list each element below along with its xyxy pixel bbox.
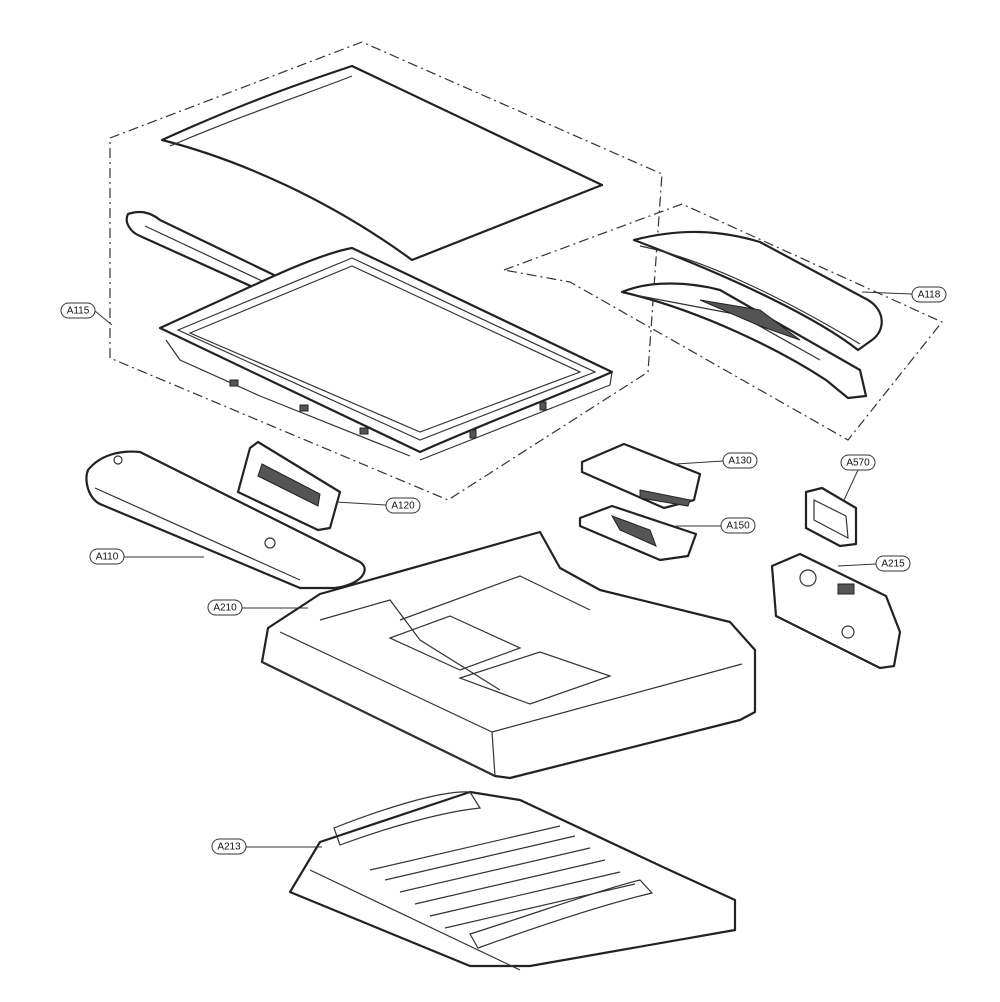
control-panel-cover xyxy=(632,230,883,352)
callout-a215: A215 xyxy=(837,555,911,572)
callout-a115: A115 xyxy=(60,302,113,326)
base-cover xyxy=(288,790,737,971)
sub-pcb xyxy=(578,504,698,562)
lid-frame xyxy=(158,246,614,461)
callout-label-a215: A215 xyxy=(881,559,905,570)
callout-a213: A213 xyxy=(211,838,322,855)
callout-label-a570: A570 xyxy=(846,458,870,469)
cover-plate xyxy=(804,486,858,548)
callout-label-a118: A118 xyxy=(918,290,941,301)
lid-frame-clips xyxy=(229,379,547,439)
callout-label-a115: A115 xyxy=(67,306,90,317)
control-panel-frame xyxy=(620,282,868,400)
top-cover xyxy=(260,530,757,780)
control-pcb xyxy=(580,442,702,510)
callout-a210: A210 xyxy=(207,599,308,616)
callout-label-a150: A150 xyxy=(726,521,750,532)
callout-a150: A150 xyxy=(676,517,756,534)
callout-a118: A118 xyxy=(861,286,947,303)
callout-label-a130: A130 xyxy=(728,456,752,467)
callout-label-a110: A110 xyxy=(96,552,119,563)
pcb-bracket xyxy=(236,440,342,532)
callout-a570: A570 xyxy=(840,454,876,501)
front-cover-panel xyxy=(85,450,366,590)
callout-label-a120: A120 xyxy=(391,501,415,512)
callout-label-a213: A213 xyxy=(217,842,241,853)
rear-bracket xyxy=(770,552,902,670)
group-boundary-a115 xyxy=(109,41,663,501)
lid-glass-panel xyxy=(160,64,604,262)
callout-a130: A130 xyxy=(675,452,758,469)
callout-label-a210: A210 xyxy=(213,603,237,614)
callout-a120: A120 xyxy=(335,497,421,514)
callout-a110: A110 xyxy=(89,548,204,565)
